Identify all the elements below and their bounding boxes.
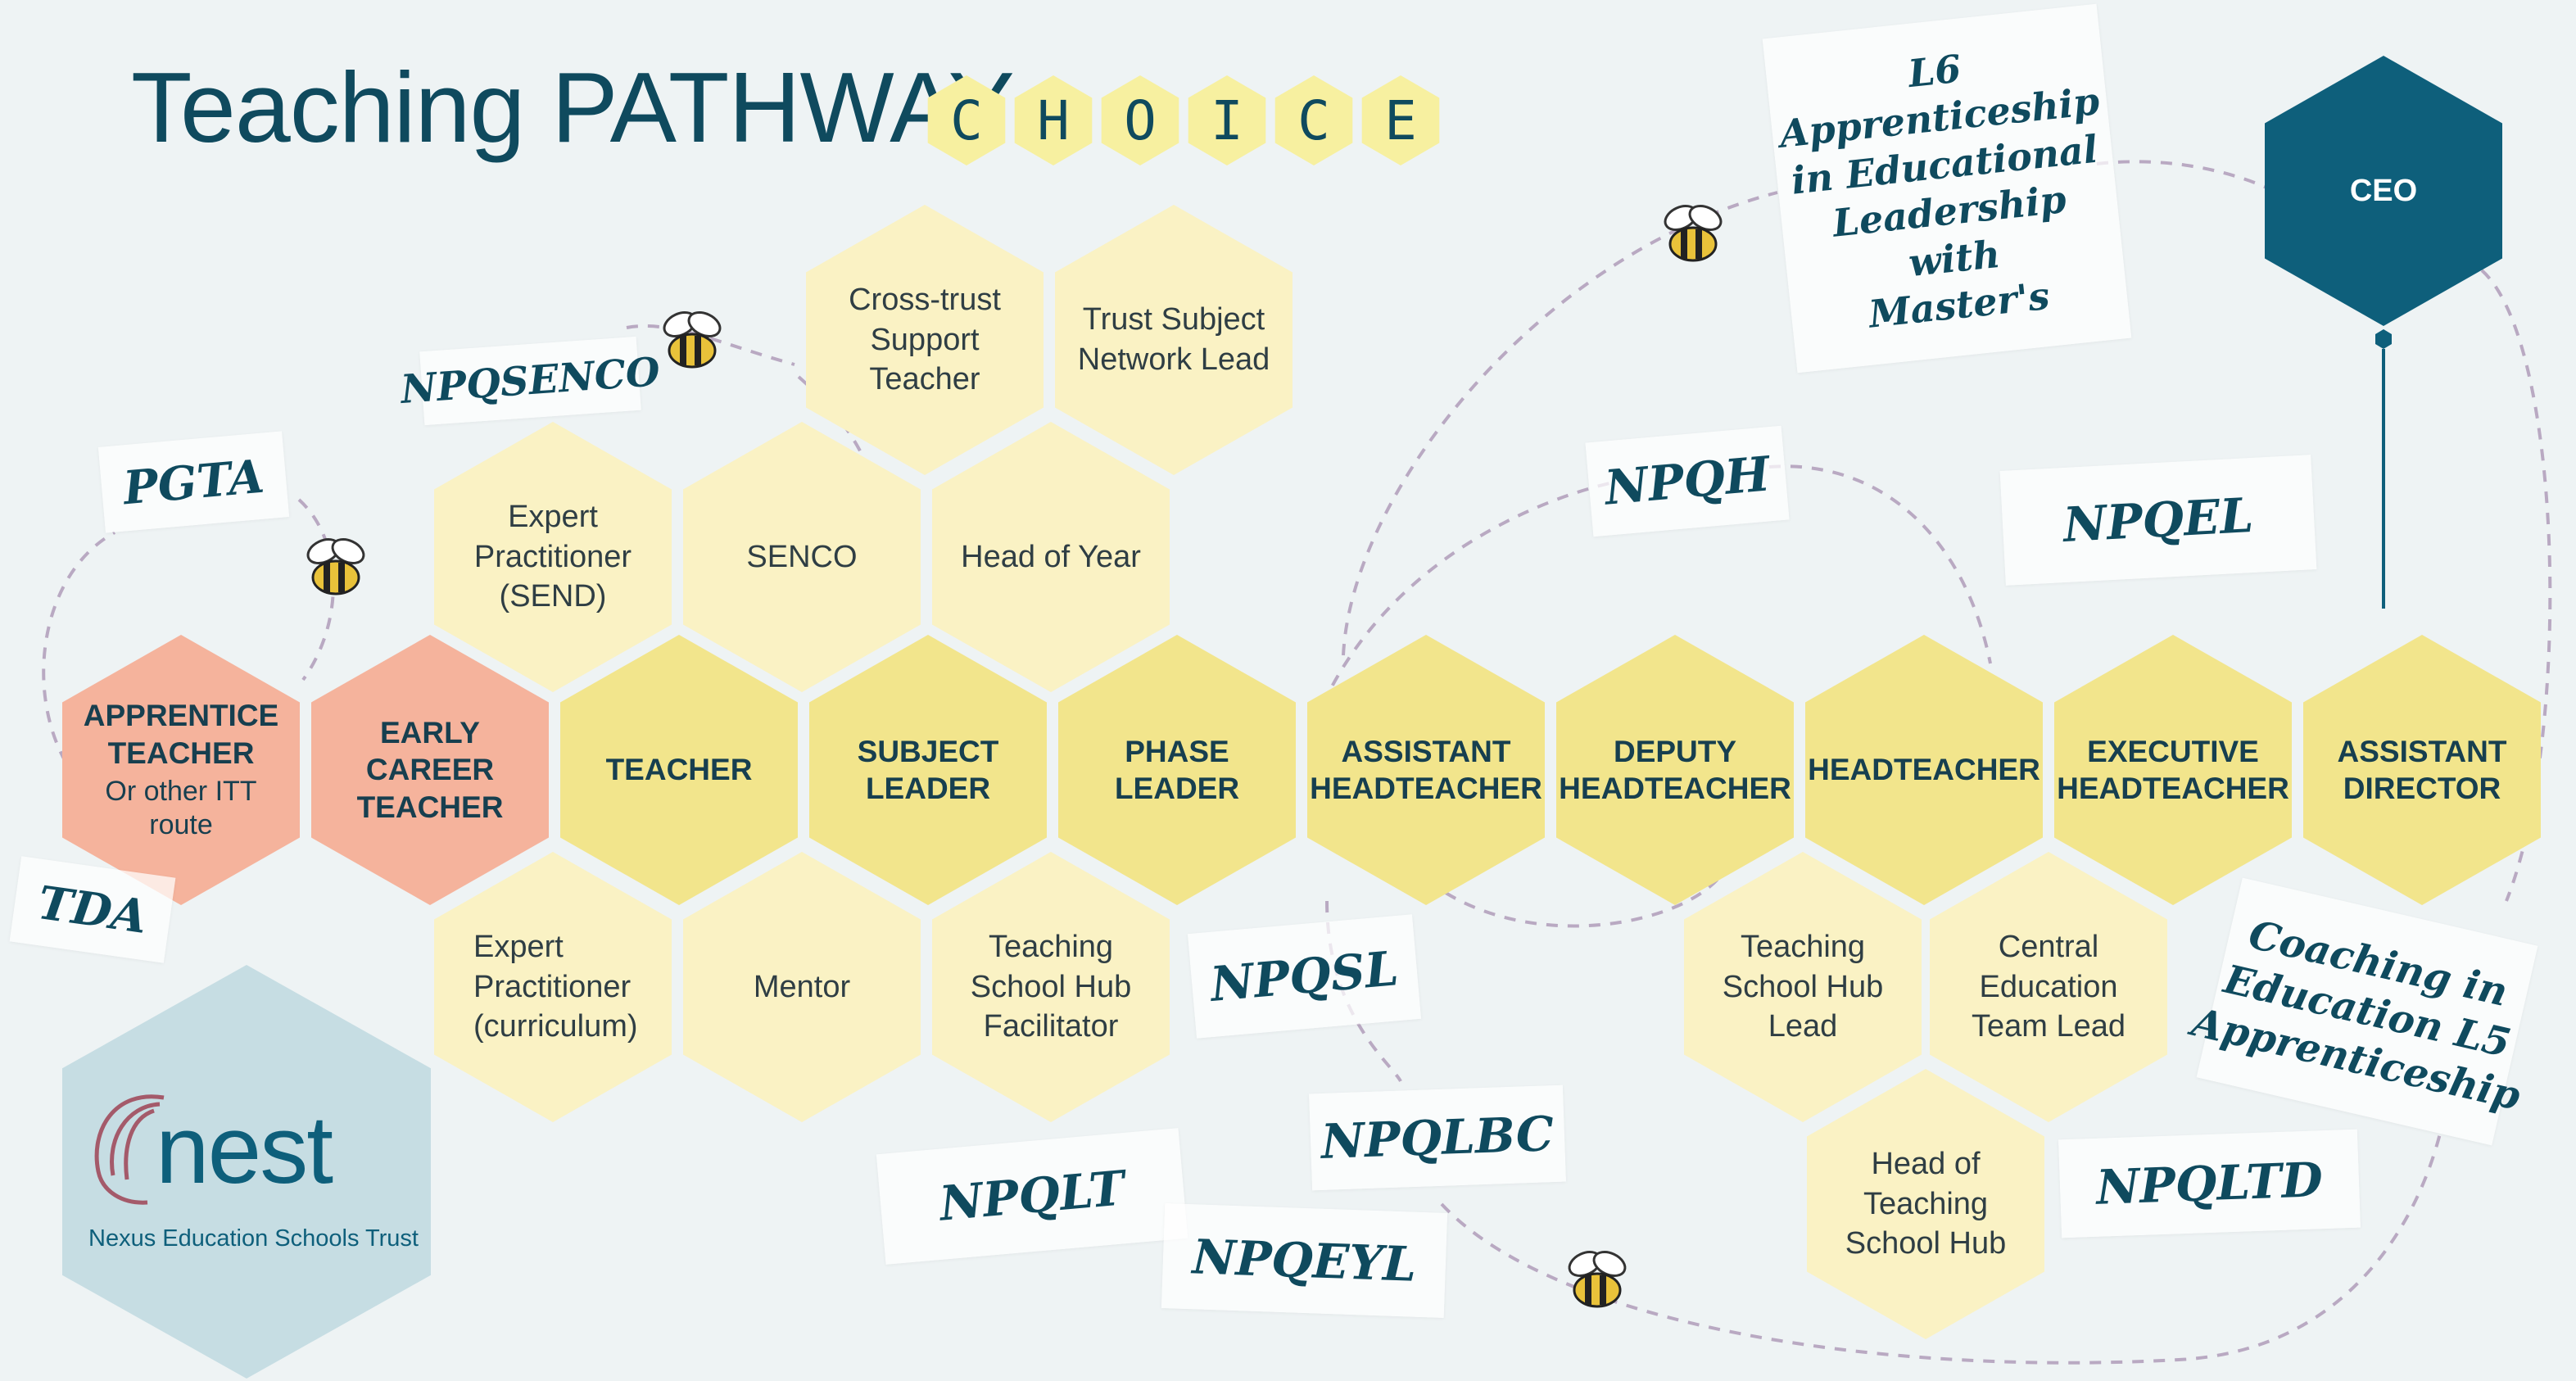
hex-subject-leader: SUBJECT LEADER xyxy=(809,635,1047,905)
bee-icon xyxy=(1568,1250,1627,1308)
note-npqeyl: NPQEYL xyxy=(1161,1203,1448,1318)
note-npqltd: NPQLTD xyxy=(2058,1129,2361,1238)
bee-icon xyxy=(1664,204,1723,262)
hex-phase-leader: PHASE LEADER xyxy=(1058,635,1296,905)
hex-assistant-headteacher: ASSISTANT HEADTEACHER xyxy=(1307,635,1545,905)
hex-trust-subject-network-lead: Trust Subject Network Lead xyxy=(1055,205,1293,475)
note-npqlbc: NPQLBC xyxy=(1309,1084,1566,1191)
hex-head-of-year: Head of Year xyxy=(932,422,1170,692)
note-npqh: NPQH xyxy=(1585,425,1790,537)
note-l6-apprenticeship: L6 Apprenticeship in Educational Leaders… xyxy=(1762,3,2132,374)
logo-caption: Nexus Education Schools Trust xyxy=(88,1225,419,1252)
ceo-connector xyxy=(2375,329,2392,609)
nest-logo: nest xyxy=(156,1096,333,1204)
bee-icon xyxy=(663,310,722,369)
note-npqsenco: NPQSENCO xyxy=(399,336,662,426)
note-npqel: NPQEL xyxy=(1999,455,2317,586)
page-title: Teaching PATHWAY xyxy=(131,52,1015,163)
note-pgta: PGTA xyxy=(97,431,290,533)
hex-cross-trust-support-teacher: Cross-trust Support Teacher xyxy=(806,205,1044,475)
title-letter: E xyxy=(1361,75,1440,165)
note-npqsl: NPQSL xyxy=(1187,914,1422,1039)
hex-teaching-school-hub-facilitator: Teaching School Hub Facilitator xyxy=(932,852,1170,1122)
nest-logo-swirl xyxy=(94,1094,165,1205)
bee-icon xyxy=(306,537,365,595)
